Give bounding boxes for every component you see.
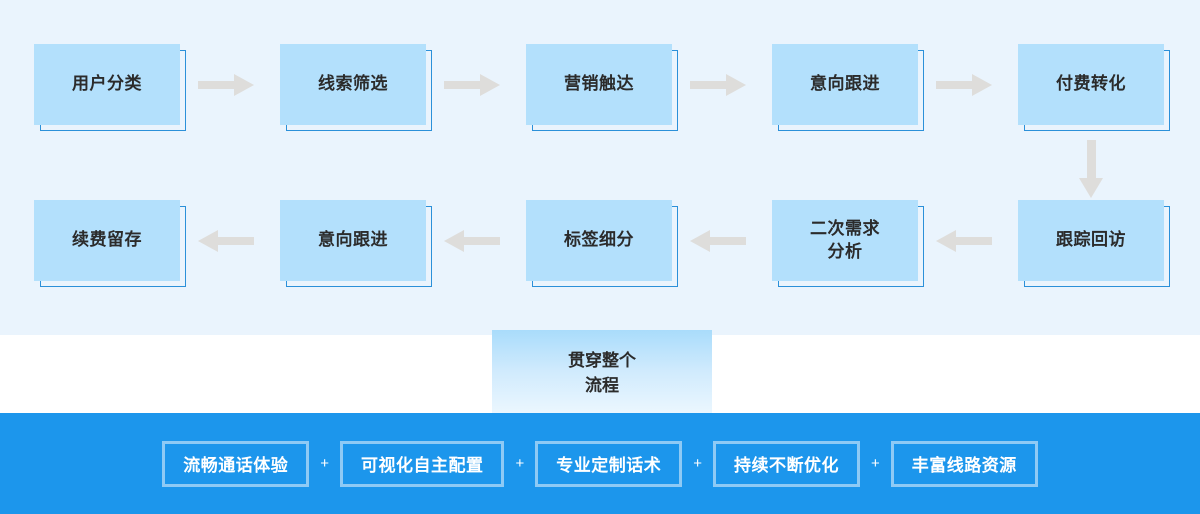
flow-box-row2-3[interactable]: 标签细分 — [526, 200, 678, 287]
arrow-right-icon-1 — [198, 74, 254, 96]
flow-box-label: 营销触达 — [564, 74, 634, 94]
box-fill: 线索筛选 — [280, 44, 426, 125]
feature-separator-1: + — [320, 455, 329, 472]
flow-box-label: 续费留存 — [72, 230, 142, 250]
arrow-shaft — [1087, 140, 1096, 180]
box-fill: 用户分类 — [34, 44, 180, 125]
flow-box-label: 二次需求 分析 — [810, 218, 880, 261]
flow-box-label: 付费转化 — [1056, 74, 1126, 94]
flow-box-row2-5[interactable]: 跟踪回访 — [1018, 200, 1170, 287]
feature-label: 专业定制话术 — [556, 456, 662, 475]
box-fill: 意向跟进 — [280, 200, 426, 281]
feature-pill-2[interactable]: 可视化自主配置 — [339, 440, 505, 487]
box-fill: 标签细分 — [526, 200, 672, 281]
feature-separator-4: + — [871, 455, 880, 472]
arrow-shaft — [954, 237, 992, 245]
arrow-shaft — [216, 237, 254, 245]
arrow-head — [234, 74, 254, 96]
arrow-head — [936, 230, 956, 252]
arrow-left-icon-1 — [198, 230, 254, 252]
arrow-right-icon-2 — [444, 74, 500, 96]
flow-box-label: 线索筛选 — [318, 74, 388, 94]
arrow-head — [726, 74, 746, 96]
center-badge: 贯穿整个 流程 — [492, 330, 712, 418]
feature-pill-3[interactable]: 专业定制话术 — [535, 440, 683, 487]
feature-pill-4[interactable]: 持续不断优化 — [713, 440, 861, 487]
flow-box-row1-3[interactable]: 营销触达 — [526, 44, 678, 131]
arrow-left-icon-2 — [444, 230, 500, 252]
arrow-head — [480, 74, 500, 96]
flow-box-row2-1[interactable]: 续费留存 — [34, 200, 186, 287]
flow-box-label: 意向跟进 — [810, 74, 880, 94]
flow-box-row2-4[interactable]: 二次需求 分析 — [772, 200, 924, 287]
feature-label: 丰富线路资源 — [911, 456, 1017, 475]
feature-separator-2: + — [515, 455, 525, 472]
arrow-head — [690, 230, 710, 252]
flow-box-row1-2[interactable]: 线索筛选 — [280, 44, 432, 131]
arrow-left-icon-4 — [936, 230, 992, 252]
arrow-right-icon-4 — [936, 74, 992, 96]
flow-box-label: 意向跟进 — [318, 230, 388, 250]
feature-bar: 流畅通话体验 + 可视化自主配置 + 专业定制话术 + 持续不断优化 + 丰富线… — [0, 413, 1200, 514]
feature-pill-1[interactable]: 流畅通话体验 — [162, 440, 310, 487]
arrow-head — [198, 230, 218, 252]
arrow-head — [972, 74, 992, 96]
feature-label: 持续不断优化 — [734, 456, 840, 475]
arrow-shaft — [690, 81, 728, 89]
flow-box-label: 用户分类 — [72, 74, 142, 94]
feature-label: 可视化自主配置 — [360, 456, 484, 475]
arrow-shaft — [444, 81, 482, 89]
box-fill: 付费转化 — [1018, 44, 1164, 125]
feature-pill-5[interactable]: 丰富线路资源 — [890, 440, 1038, 487]
arrow-down-icon — [1079, 140, 1103, 198]
arrow-head — [444, 230, 464, 252]
feature-list: 流畅通话体验 + 可视化自主配置 + 专业定制话术 + 持续不断优化 + 丰富线… — [162, 440, 1038, 487]
arrow-shaft — [462, 237, 500, 245]
box-fill: 续费留存 — [34, 200, 180, 281]
box-fill: 跟踪回访 — [1018, 200, 1164, 281]
flow-box-row1-5[interactable]: 付费转化 — [1018, 44, 1170, 131]
feature-label: 流畅通话体验 — [183, 456, 289, 475]
arrow-right-icon-3 — [690, 74, 746, 96]
center-badge-label: 贯穿整个 流程 — [568, 351, 636, 395]
flow-box-label: 标签细分 — [564, 230, 634, 250]
arrow-left-icon-3 — [690, 230, 746, 252]
box-fill: 二次需求 分析 — [772, 200, 918, 281]
box-fill: 营销触达 — [526, 44, 672, 125]
flow-box-label: 跟踪回访 — [1056, 230, 1126, 250]
feature-separator-3: + — [693, 455, 703, 472]
arrow-shaft — [198, 81, 236, 89]
flow-box-row2-2[interactable]: 意向跟进 — [280, 200, 432, 287]
arrow-shaft — [936, 81, 974, 89]
flow-box-row1-1[interactable]: 用户分类 — [34, 44, 186, 131]
arrow-head — [1079, 178, 1103, 198]
box-fill: 意向跟进 — [772, 44, 918, 125]
arrow-shaft — [708, 237, 746, 245]
flow-box-row1-4[interactable]: 意向跟进 — [772, 44, 924, 131]
